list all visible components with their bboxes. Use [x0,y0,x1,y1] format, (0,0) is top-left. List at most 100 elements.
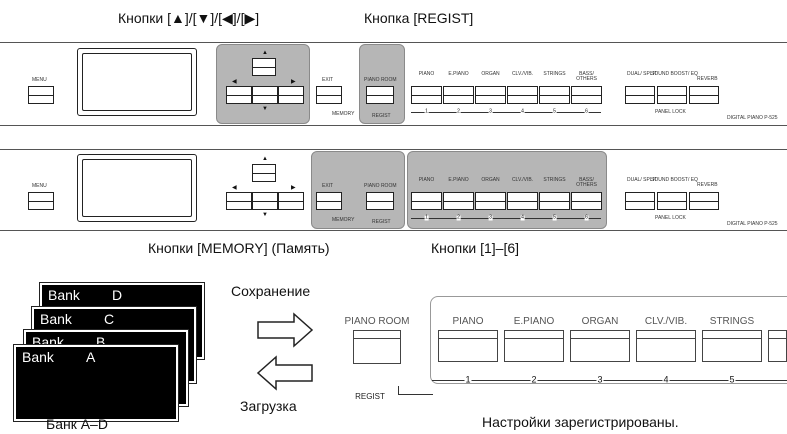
voice-label: CLV./VIB. [511,71,534,77]
voice-button[interactable] [443,192,474,210]
voice-button[interactable] [539,192,570,210]
zoom-number-label: 4 [662,374,670,385]
save-caption: Сохранение [231,283,311,299]
reverb-button[interactable] [689,86,719,104]
zoom-number-label: 5 [728,374,736,385]
zoom-voice-button[interactable] [768,330,787,362]
number-label: 2 [456,214,461,221]
right-button-2[interactable] [278,192,304,210]
down-button-2[interactable] [252,192,278,210]
memory-label-2: MEMORY [332,217,355,223]
display-screen [77,48,197,116]
dual-split-label-2: DUAL/ SPLIT [627,177,658,183]
voice-button[interactable] [539,86,570,104]
reverb-label: REVERB [697,76,718,82]
reverb-button-2[interactable] [689,192,719,210]
dual-split-button-2[interactable] [625,192,655,210]
down-arrow-icon: ▼ [262,106,268,112]
number-line [411,218,601,219]
number-label: 5 [552,214,557,221]
voice-label: BASS/ OTHERS [576,71,597,82]
number-label: 4 [520,108,525,115]
zoom-number-label: 3 [596,374,604,385]
bank-range-caption: Банк A–D [46,416,108,432]
registered-caption: Настройки зарегистрированы. [482,414,679,430]
number-line [411,112,601,113]
bank-label: Bank [40,311,72,327]
panel-lock-label-2: PANEL LOCK [655,215,686,221]
menu-button[interactable] [28,86,54,104]
sound-boost-label: SOUND BOOST/ EQ [651,71,698,77]
bank-value: A [86,349,96,365]
regist-label-2: REGIST [372,219,391,225]
voice-label: BASS/ OTHERS [576,177,597,188]
regist-highlight [359,44,405,124]
voice-label: PIANO [418,71,435,77]
left-arrow-icon-2: ◀ [232,185,237,191]
left-button[interactable] [226,86,252,104]
numbers-highlight [407,151,607,229]
piano-room-button[interactable] [366,86,394,104]
dual-split-label: DUAL/ SPLIT [627,71,658,77]
voice-button[interactable] [507,86,538,104]
right-arrow-icon: ▶ [291,79,296,85]
save-arrow-icon [257,312,314,348]
exit-button-2[interactable] [316,192,342,210]
number-label: 3 [488,214,493,221]
voice-button[interactable] [411,86,442,104]
zoom-number-label: 1 [464,374,472,385]
zoom-regist-label: REGIST [355,392,385,401]
bank-value: C [104,311,115,327]
model-label-2: DIGITAL PIANO P-525 [727,221,778,227]
voice-button[interactable] [475,192,506,210]
sound-boost-button[interactable] [657,86,687,104]
down-arrow-icon-2: ▼ [262,212,268,218]
down-button[interactable] [252,86,278,104]
memory-highlight [311,151,405,229]
left-button-2[interactable] [226,192,252,210]
zoom-number-line [432,380,787,381]
load-arrow-icon [256,355,313,391]
zoom-voice-label: CLV./VIB. [644,316,688,327]
zoom-voice-button[interactable] [702,330,762,362]
zoom-voice-button[interactable] [504,330,564,362]
zoom-voice-button[interactable] [438,330,498,362]
number-label: 5 [552,108,557,115]
exit-button[interactable] [316,86,342,104]
voice-label: ORGAN [481,177,500,183]
voice-button[interactable] [475,86,506,104]
voice-button[interactable] [571,86,602,104]
memory-label: MEMORY [332,111,355,117]
panel-bottom-edge [0,125,787,126]
dual-split-button[interactable] [625,86,655,104]
menu-label-2: MENU [32,183,47,189]
sound-boost-button-2[interactable] [657,192,687,210]
piano-room-button-2[interactable] [366,192,394,210]
panel2-top-edge [0,149,787,150]
menu-button-2[interactable] [28,192,54,210]
voice-button[interactable] [411,192,442,210]
up-button-2[interactable] [252,164,276,182]
panel-top-edge [0,42,787,43]
model-label: DIGITAL PIANO P-525 [727,115,778,121]
voice-label: PIANO [418,177,435,183]
exit-label-2: EXIT [322,183,334,189]
number-label: 6 [584,214,589,221]
voice-label: STRINGS [543,177,566,183]
voice-button[interactable] [571,192,602,210]
bank-label: Bank [22,349,54,365]
voice-button[interactable] [443,86,474,104]
zoom-voice-button[interactable] [570,330,630,362]
right-arrow-icon-2: ▶ [291,185,296,191]
panel2-bottom-edge [0,230,787,231]
number-label: 3 [488,108,493,115]
regist-label: REGIST [372,113,391,119]
memory-buttons-caption: Кнопки [MEMORY] (Память) [148,240,330,256]
right-button[interactable] [278,86,304,104]
up-button[interactable] [252,58,276,76]
zoom-number-label: 2 [530,374,538,385]
number-label: 6 [584,108,589,115]
zoom-voice-button[interactable] [636,330,696,362]
voice-button[interactable] [507,192,538,210]
zoom-piano-room-button[interactable] [353,330,401,364]
